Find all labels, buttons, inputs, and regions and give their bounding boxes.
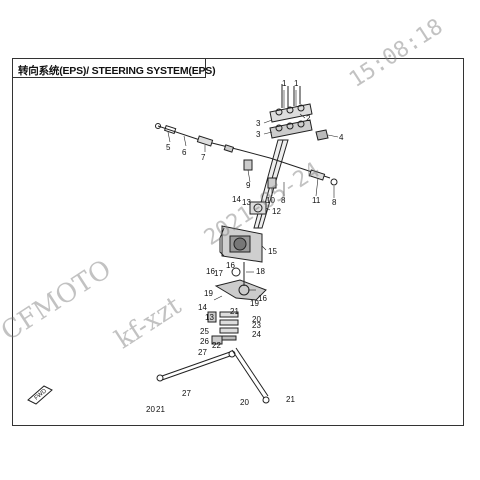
cable-right-end	[308, 169, 338, 186]
callout: 4	[339, 133, 344, 142]
callout: 13	[242, 198, 251, 207]
callout: 15	[268, 247, 277, 256]
eps-unit-part-15	[219, 225, 263, 263]
tie-rod-right	[231, 347, 270, 404]
callout: 10	[266, 196, 275, 205]
callout: 20	[146, 405, 155, 414]
clamp-bolts	[281, 84, 301, 108]
page-title: 转向系统(EPS)/ STEERING SYSTEM(EPS)	[18, 65, 216, 77]
bearing-part-12	[249, 201, 267, 215]
callout: 22	[212, 341, 221, 350]
title-box	[12, 58, 206, 78]
callout: 1	[294, 79, 299, 88]
callout: 24	[252, 330, 261, 339]
callout: 9	[246, 181, 251, 190]
callout: 14	[232, 195, 241, 204]
callout: 21	[230, 307, 239, 316]
callout: 19	[250, 299, 259, 308]
callout: 1	[282, 79, 287, 88]
callout: 20	[240, 398, 249, 407]
callout: 21	[286, 395, 295, 404]
callout: 26	[200, 337, 209, 346]
leader-lines	[167, 90, 339, 301]
callout: 25	[200, 327, 209, 336]
callout: 13	[205, 313, 214, 322]
callout: 16	[226, 261, 235, 270]
callout: 18	[256, 267, 265, 276]
callout-labels: 1 1 2 3 3 4 5 6 7 8 8 9 10 11 12 13 13 1…	[146, 79, 344, 414]
callout: 21	[156, 405, 165, 414]
callout: 23	[252, 321, 261, 330]
block-part-9	[243, 159, 253, 171]
callout: 27	[198, 348, 207, 357]
callout: 7	[201, 153, 206, 162]
callout: 5	[166, 143, 171, 152]
callout: 19	[204, 289, 213, 298]
callout: 16	[206, 267, 215, 276]
callout: 27	[182, 389, 191, 398]
forward-direction-icon: FWD	[27, 385, 53, 405]
callout: 8	[332, 198, 337, 207]
callout: 17	[214, 269, 223, 278]
callout: 16	[258, 294, 267, 303]
bracket-part-4	[315, 129, 329, 141]
callout: 6	[182, 148, 187, 157]
lower-pivot-stack	[207, 311, 239, 345]
callout: 8	[281, 196, 286, 205]
callout: 3	[256, 130, 261, 139]
callout: 3	[256, 119, 261, 128]
callout: 20	[252, 315, 261, 324]
handlebar-clamp-upper	[269, 103, 313, 139]
callout: 14	[198, 303, 207, 312]
tie-rod-left	[156, 350, 236, 382]
diagram-frame	[12, 58, 464, 426]
callout: 12	[272, 207, 281, 216]
cable-left	[155, 123, 331, 179]
callout: 11	[312, 196, 321, 205]
callout: 2	[306, 114, 311, 123]
